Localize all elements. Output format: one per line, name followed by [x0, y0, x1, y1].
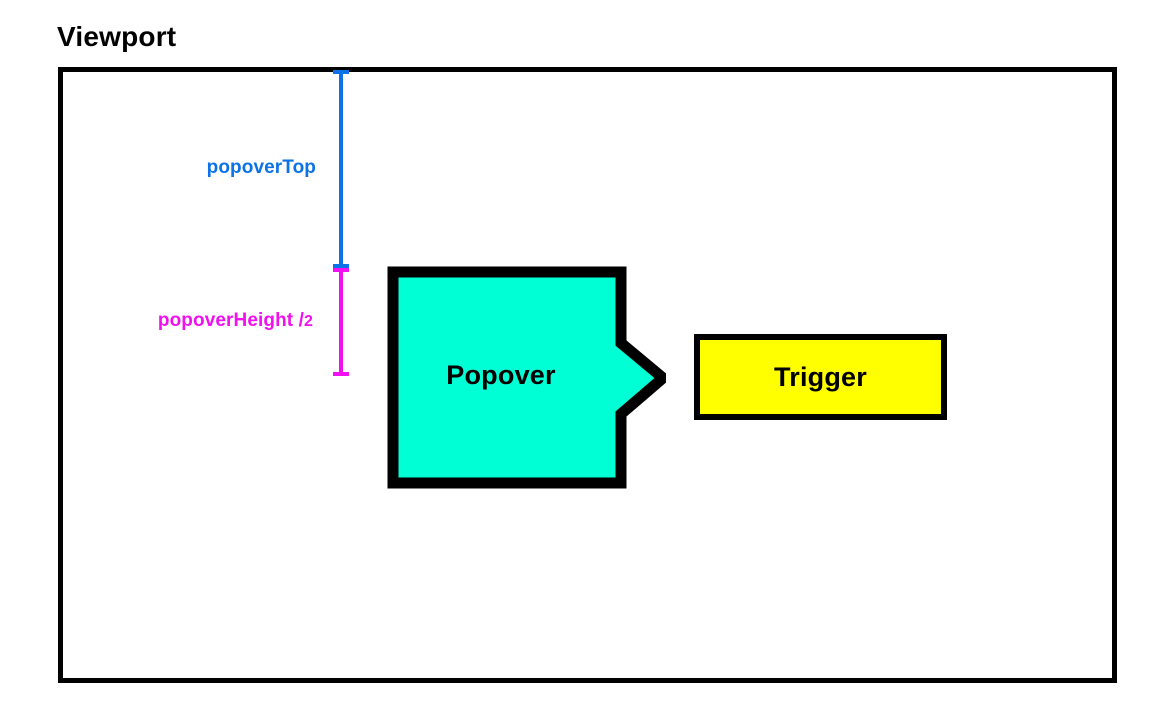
popover-label: Popover	[446, 360, 556, 390]
measure-cap-top	[333, 268, 349, 272]
measure-label-denominator: 2	[304, 313, 313, 330]
measure-cap-top	[333, 70, 349, 74]
popover-height-half-measure-line	[333, 268, 349, 376]
trigger-label: Trigger	[774, 361, 867, 392]
measure-label-prefix: popoverHeight /	[157, 310, 304, 331]
popover-callout-icon	[387, 266, 666, 489]
measure-cap-bottom	[333, 264, 349, 268]
popover-top-measure-label: popoverTop	[206, 157, 316, 178]
popover-shape[interactable]: Popover	[384, 263, 666, 489]
trigger-box[interactable]: Trigger	[694, 334, 947, 420]
popover-top-measure-line	[333, 70, 349, 268]
viewport-title: Viewport	[57, 21, 177, 52]
popover-height-half-measure-label: popoverHeight /2	[158, 310, 313, 332]
measure-cap-bottom	[333, 372, 349, 376]
